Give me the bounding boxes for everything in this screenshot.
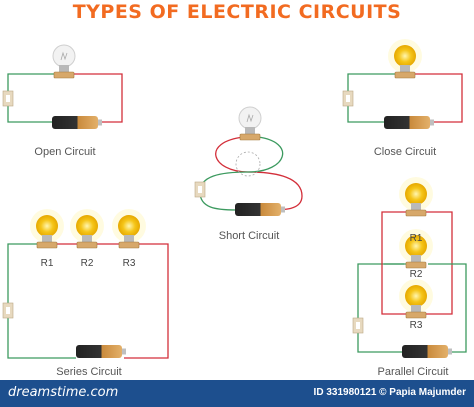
battery-icon (76, 345, 126, 358)
bulb-lit-icon (398, 176, 434, 217)
switch-icon (2, 302, 14, 319)
switch-icon (342, 90, 354, 107)
bulb-off-icon (52, 44, 76, 79)
series-circuit-label: Series Circuit (56, 366, 121, 378)
bulb-lit-icon (111, 208, 147, 249)
battery-icon (52, 116, 102, 129)
watermark-footer: dreamstime.com ID 331980121 © Papia Maju… (0, 380, 474, 407)
switch-icon (2, 90, 14, 107)
brand-watermark: dreamstime.com (8, 385, 119, 400)
open-circuit: Open Circuit (2, 44, 123, 158)
bulb-lit-icon (398, 278, 434, 319)
bulb-lit-icon (387, 38, 423, 79)
close-circuit-label: Close Circuit (374, 146, 436, 158)
series-r3-label: R3 (123, 258, 136, 269)
parallel-r3-label: R3 (410, 320, 423, 331)
battery-icon (384, 116, 434, 129)
battery-icon (235, 203, 285, 216)
series-circuit: R1 R2 R3 Series Circuit (2, 208, 169, 378)
parallel-r1-label: R1 (410, 233, 423, 244)
parallel-r2-label: R2 (410, 269, 423, 280)
bulb-lit-icon (69, 208, 105, 249)
parallel-circuit: R1 R2 R3 Parallel Circuit (352, 176, 467, 378)
bulb-lit-icon (29, 208, 65, 249)
close-circuit: Close Circuit (342, 38, 463, 158)
switch-icon (194, 181, 206, 198)
page-title: TYPES OF ELECTRIC CIRCUITS (72, 1, 402, 23)
short-circuit-label: Short Circuit (219, 230, 280, 242)
battery-icon (402, 345, 452, 358)
bulb-off-icon (238, 106, 262, 141)
image-credit: ID 331980121 © Papia Majumder (313, 387, 466, 398)
short-circuit: Short Circuit (194, 106, 303, 242)
switch-icon (352, 317, 364, 334)
parallel-circuit-label: Parallel Circuit (378, 366, 449, 378)
open-circuit-label: Open Circuit (34, 146, 95, 158)
circuit-diagram: Open Circuit Close Circuit Short Circuit… (2, 38, 467, 378)
series-r2-label: R2 (81, 258, 94, 269)
series-r1-label: R1 (41, 258, 54, 269)
